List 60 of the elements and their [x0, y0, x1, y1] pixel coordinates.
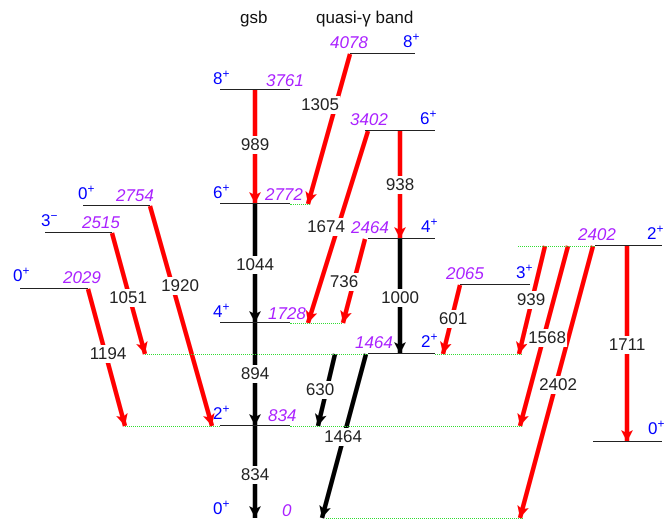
transition-arrow	[319, 353, 368, 519]
energy-value: 4078	[330, 34, 368, 52]
edge-label: 1051	[108, 289, 148, 307]
edge-label: 1194	[88, 345, 128, 363]
spin-label: 0$^{+}$	[213, 500, 230, 518]
spin-label: 8$^{+}$	[213, 70, 230, 88]
spin-label: 6$^{+}$	[420, 110, 436, 128]
energy-value: 2065	[446, 265, 484, 283]
edge-label: 1305	[300, 96, 340, 114]
energy-value: 2464	[351, 219, 389, 237]
energy-value: 2515	[82, 214, 120, 232]
transition-arrow	[86, 288, 128, 427]
spin-label: 8$^{+}$	[403, 33, 420, 51]
transition-arrow	[148, 205, 215, 427]
transition-arrow	[517, 245, 570, 427]
edge-label: 1674	[306, 218, 346, 236]
band-heading: quasi-γ band	[316, 9, 414, 27]
spin-label: 2$^{+}$	[213, 405, 230, 423]
spin-label: 4$^{+}$	[421, 218, 438, 236]
transition-arrow	[249, 90, 261, 204]
edge-label: 601	[438, 310, 468, 328]
transition-arrow	[305, 53, 352, 205]
edge-label: 894	[240, 365, 270, 383]
energy-value: 834	[268, 407, 296, 425]
edge-label: 1568	[527, 329, 567, 347]
energy-value: 0	[282, 502, 292, 520]
edge-label: 1464	[323, 428, 363, 446]
spin-label: 0$^{+}$	[13, 267, 30, 285]
edge-label: 1044	[235, 256, 275, 274]
energy-value: 1464	[355, 334, 393, 352]
spin-label: 0$^{+}$	[648, 420, 664, 438]
edge-label: 989	[240, 136, 270, 154]
energy-value: 1728	[268, 305, 306, 323]
energy-value: 2754	[116, 187, 154, 205]
edge-label: 2402	[538, 376, 578, 394]
energy-value: 3761	[266, 72, 304, 90]
band-heading: gsb	[240, 9, 268, 27]
edge-label: 1711	[608, 336, 646, 354]
energy-value: 2772	[265, 186, 303, 204]
edge-label: 736	[328, 273, 360, 291]
transition-arrow	[306, 130, 370, 324]
edge-label: 939	[516, 291, 546, 309]
edge-label: 938	[384, 176, 416, 194]
transition-arrow	[394, 239, 406, 354]
edge-label: 1920	[160, 277, 200, 295]
edge-label: 630	[304, 381, 336, 399]
energy-value: 3402	[350, 111, 388, 129]
spin-label: 2$^{+}$	[647, 225, 664, 243]
spin-label: 0$^{+}$	[78, 185, 94, 203]
edge-label: 834	[240, 466, 270, 484]
energy-value: 2029	[63, 269, 101, 287]
spin-label: 4$^{+}$	[213, 303, 230, 321]
energy-value: 2402	[578, 226, 616, 244]
spin-label: 3$^{+}$	[516, 264, 532, 282]
spin-label: 3$^{−}$	[41, 212, 58, 230]
transition-arrow	[517, 245, 596, 519]
spin-label: 2$^{+}$	[421, 333, 438, 351]
edge-label: 1000	[380, 289, 420, 307]
transition-arrow	[621, 246, 633, 442]
spin-label: 6$^{+}$	[213, 184, 230, 202]
